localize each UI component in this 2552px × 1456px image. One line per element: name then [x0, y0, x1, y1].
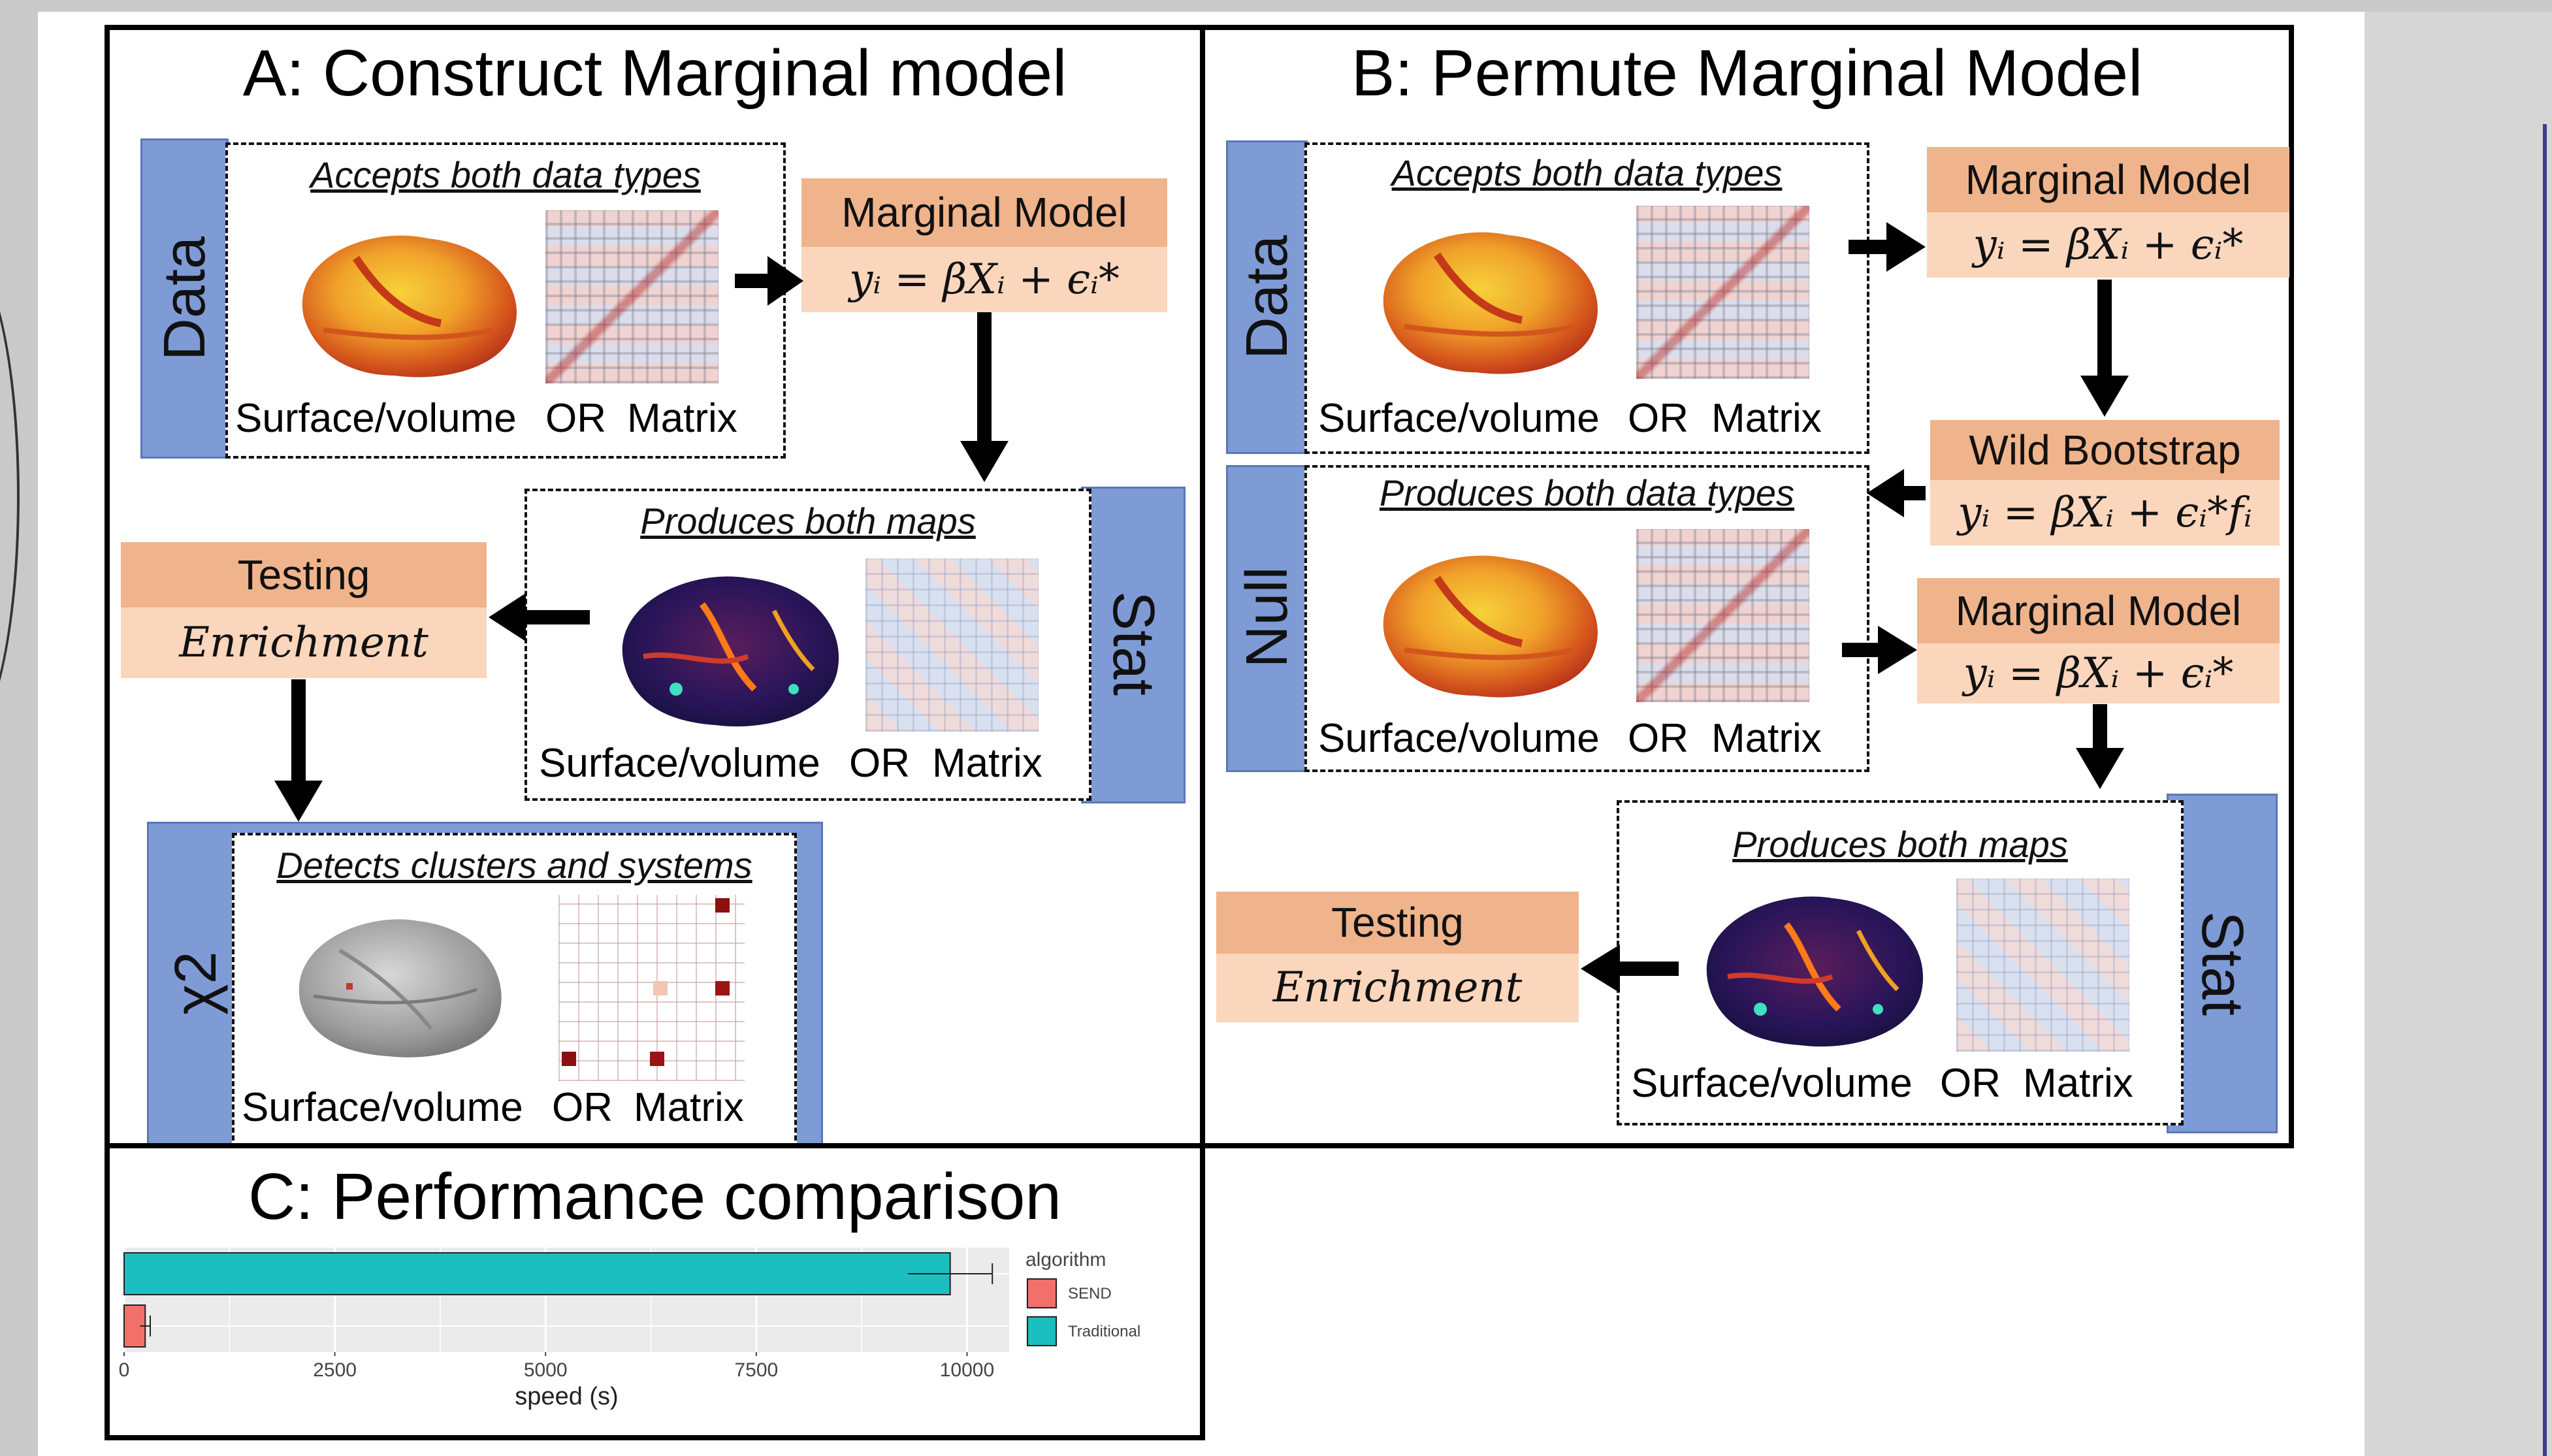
- legend-swatch-traditional: [1027, 1316, 1057, 1346]
- brain-surface-image: [1383, 232, 1598, 374]
- panel-c-title: C: Performance comparison: [248, 1160, 1061, 1233]
- panel-a-chi-subtitle: Detects clusters and systems: [276, 845, 752, 886]
- x-tick-label: 7500: [734, 1359, 778, 1381]
- brain-surface-image: [302, 235, 517, 378]
- panel-b-null-subtitle: Produces both data types: [1379, 472, 1795, 513]
- panel-a-title: A: Construct Marginal model: [242, 37, 1067, 110]
- panel-b-stat-caption-matrix: Matrix: [2023, 1061, 2133, 1106]
- panel-b-stat-caption-surface: Surface/volume: [1631, 1061, 1913, 1106]
- x-axis-label: speed (s): [515, 1383, 618, 1410]
- brain-surface-image: [1383, 555, 1598, 698]
- performance-chart: 0 2500 5000 7500 10000 speed (s) algorithmSEND…: [119, 1248, 1140, 1410]
- panel-a-testing-header: Testing: [121, 542, 487, 607]
- x-tick-label: 10000: [940, 1359, 994, 1381]
- panel-b-model2-equation: yᵢ = βXᵢ + ϵᵢ*: [1917, 643, 2280, 704]
- cluster-cell: [653, 981, 668, 995]
- panel-b-data-bar: [1226, 140, 1308, 454]
- cluster-cell: [650, 1052, 664, 1066]
- panel-b-null-bar: [1226, 465, 1308, 772]
- cluster-matrix-image: [558, 895, 745, 1081]
- panel-b-data-caption-or: OR: [1628, 396, 1688, 441]
- brain-statmap-image: [622, 576, 839, 727]
- cluster-cell: [715, 898, 730, 913]
- legend-label-traditional: Traditional: [1068, 1323, 1140, 1340]
- panel-b-title: B: Permute Marginal Model: [1351, 37, 2143, 110]
- panel-a-chi-caption-surface: Surface/volume: [242, 1085, 523, 1130]
- bar-traditional: [123, 1252, 951, 1295]
- panel-b-data-caption-surface: Surface/volume: [1318, 396, 1600, 441]
- legend-swatch-send: [1027, 1278, 1057, 1308]
- panel-a-data-caption-or: OR: [545, 396, 606, 441]
- panel-a-stat-subtitle: Produces both maps: [640, 500, 976, 542]
- panel-b-stat-bar: [2167, 794, 2278, 1133]
- panel-a-testing-body: Enrichment: [121, 607, 487, 678]
- panel-b-bootstrap-equation: yᵢ = βXᵢ + ϵᵢ*fᵢ: [1930, 480, 2280, 545]
- panel-b-model2-header: Marginal Model: [1917, 578, 2280, 643]
- panel-b-null-caption-surface: Surface/volume: [1318, 716, 1600, 761]
- panel-b-bootstrap-header: Wild Bootstrap: [1930, 420, 2280, 480]
- panel-b: [1200, 25, 2294, 1148]
- panel-c: [105, 1143, 1205, 1440]
- legend-title: algorithm: [1026, 1249, 1106, 1270]
- panel-b-null-caption-or: OR: [1628, 716, 1688, 761]
- slide-edge-stripe: [2543, 124, 2547, 1456]
- panel-b-null-caption-matrix: Matrix: [1711, 716, 1822, 761]
- connectivity-matrix-image: [545, 210, 719, 383]
- panel-a-chi-caption-matrix: Matrix: [634, 1085, 744, 1130]
- panel-a-data-caption-matrix: Matrix: [627, 396, 737, 441]
- panel-a-data-subtitle: Accepts both data types: [310, 154, 701, 195]
- connectivity-matrix-image: [1636, 206, 1809, 379]
- x-tick-label: 0: [119, 1359, 130, 1381]
- x-tick-label: 5000: [524, 1359, 568, 1381]
- brain-statmap-image: [1706, 896, 1924, 1047]
- cluster-cell: [562, 1052, 576, 1066]
- legend-label-send: SEND: [1068, 1285, 1112, 1302]
- cluster-cell: [715, 981, 730, 995]
- panel-a-stat-caption-surface: Surface/volume: [539, 741, 820, 786]
- panel-a-chi-caption-or: OR: [552, 1085, 613, 1130]
- panel-b-model1-equation: yᵢ = βXᵢ + ϵᵢ*: [1927, 212, 2289, 278]
- panel-b-testing-body: Enrichment: [1216, 954, 1579, 1022]
- stat-matrix-image: [865, 558, 1039, 732]
- panel-a-model-header: Marginal Model: [801, 178, 1167, 247]
- panel-b-data-caption-matrix: Matrix: [1711, 396, 1822, 441]
- panel-a-stat-caption-matrix: Matrix: [932, 741, 1042, 786]
- connectivity-matrix-image: [1636, 529, 1809, 702]
- panel-a-model-equation: yᵢ = βXᵢ + ϵᵢ*: [801, 247, 1167, 312]
- panel-b-stat-caption-or: OR: [1940, 1061, 2001, 1106]
- panel-b-model1-header: Marginal Model: [1927, 147, 2289, 212]
- panel-a-data-bar: [140, 138, 229, 459]
- panel-b-stat-subtitle: Produces both maps: [1732, 824, 2068, 865]
- panel-b-data-subtitle: Accepts both data types: [1391, 152, 1783, 193]
- panel-a-data-caption-surface: Surface/volume: [235, 396, 517, 441]
- slide-margin: [2365, 12, 2552, 1456]
- panel-b-testing-header: Testing: [1216, 892, 1579, 954]
- x-tick-label: 2500: [313, 1359, 357, 1381]
- panel-a-stat-caption-or: OR: [849, 741, 910, 786]
- stat-matrix-image: [1956, 879, 2129, 1052]
- brain-cluster-image: [299, 919, 502, 1058]
